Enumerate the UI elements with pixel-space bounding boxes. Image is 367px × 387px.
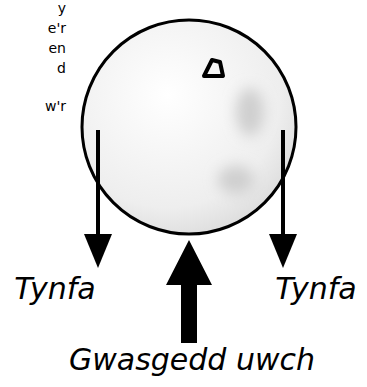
drag-arrow-head [84, 234, 112, 268]
ball-outline [82, 20, 296, 234]
ball-shadow [218, 166, 254, 194]
force-label: Tynfa [14, 272, 95, 306]
text-fragment: d [57, 60, 66, 76]
drag-arrow [96, 130, 100, 240]
ball-shadow [236, 88, 264, 136]
ball-mark [204, 60, 223, 76]
text-fragment: e'r [48, 20, 66, 36]
drag-arrow-head [269, 234, 297, 268]
pressure-arrow [166, 240, 212, 343]
force-label: Gwasgedd uwch [69, 343, 315, 377]
drag-arrow [281, 130, 285, 240]
force-label: Tynfa [275, 272, 356, 306]
text-fragment: w'r [45, 98, 66, 114]
text-fragment: en [49, 40, 67, 56]
ball [82, 20, 296, 234]
text-fragment: y [58, 0, 66, 16]
